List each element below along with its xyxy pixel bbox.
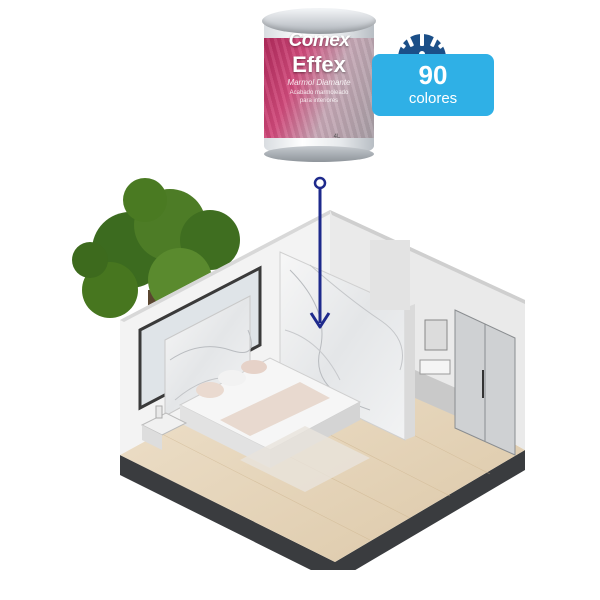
can-brand-logo: Comex [288,30,350,51]
can-product-name: Effex [292,52,346,77]
can-body [264,20,374,158]
badge-label: colores [408,90,458,107]
can-size: 4L [333,134,341,140]
can-lid [262,8,376,34]
paint-can: Comex Effex Marmol Diamante Acabado marm… [262,8,376,168]
tree [72,178,240,350]
can-tagline-1: Acabado marmoleado [289,90,349,96]
colors-badge: 90 colores [372,54,494,116]
down-arrow-icon [309,176,331,329]
can-label [264,38,374,138]
color-fan-icon [393,29,451,58]
can-bottom [264,146,374,162]
can-tagline-2: para interiores [299,98,339,104]
badge-count: 90 [418,60,448,90]
can-subtitle: Marmol Diamante [287,78,351,87]
bedroom-illustration [72,178,525,570]
